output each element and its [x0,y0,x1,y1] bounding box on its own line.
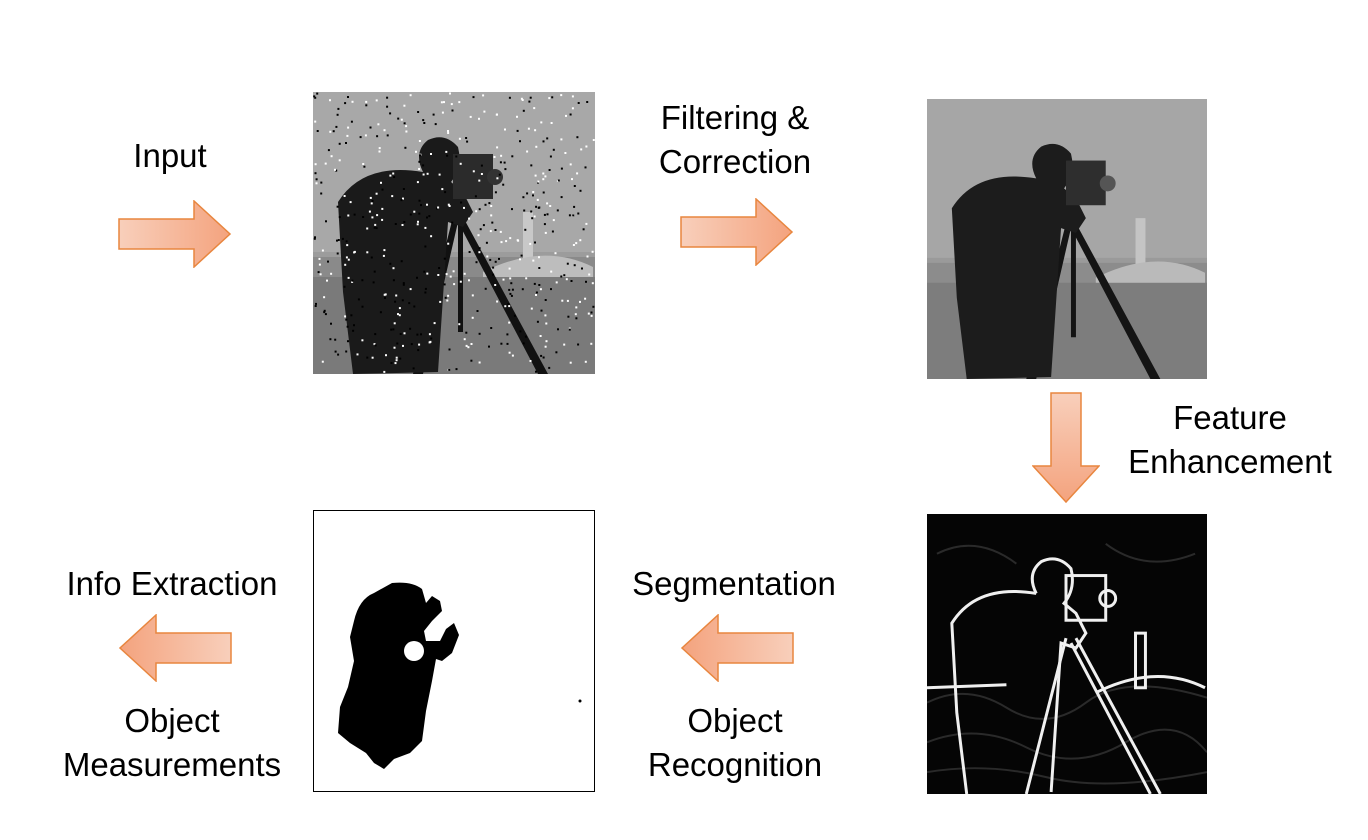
filtering-label-line2: Correction [658,143,812,180]
feature-enhancement-label: Feature Enhancement [1110,396,1350,484]
object-recognition-line2: Recognition [647,746,823,783]
filtering-label-line1: Filtering & [660,99,810,136]
object-recognition-label: Object Recognition [630,699,840,787]
edge-enhanced-image [927,513,1207,795]
input-label: Input [133,137,207,174]
right-arrow-icon [680,198,794,266]
object-measurements-label: Object Measurements [40,699,304,787]
left-arrow-icon [118,614,232,682]
left-arrow-icon [680,614,794,682]
object-recognition-line1: Object [687,702,783,739]
info-extraction-label: Info Extraction [66,565,278,602]
noisy-input-image [313,92,595,374]
right-arrow-icon [118,200,232,268]
feature-label-line2: Enhancement [1128,443,1332,480]
feature-label-line1: Feature [1173,399,1287,436]
segmentation-label: Segmentation [632,565,836,602]
filtered-image [927,98,1207,380]
segmented-mask-image [313,510,595,792]
down-arrow-icon [1032,392,1100,504]
filtering-label: Filtering & Correction [630,96,840,184]
object-measurements-line1: Object [124,702,220,739]
object-measurements-line2: Measurements [62,746,282,783]
